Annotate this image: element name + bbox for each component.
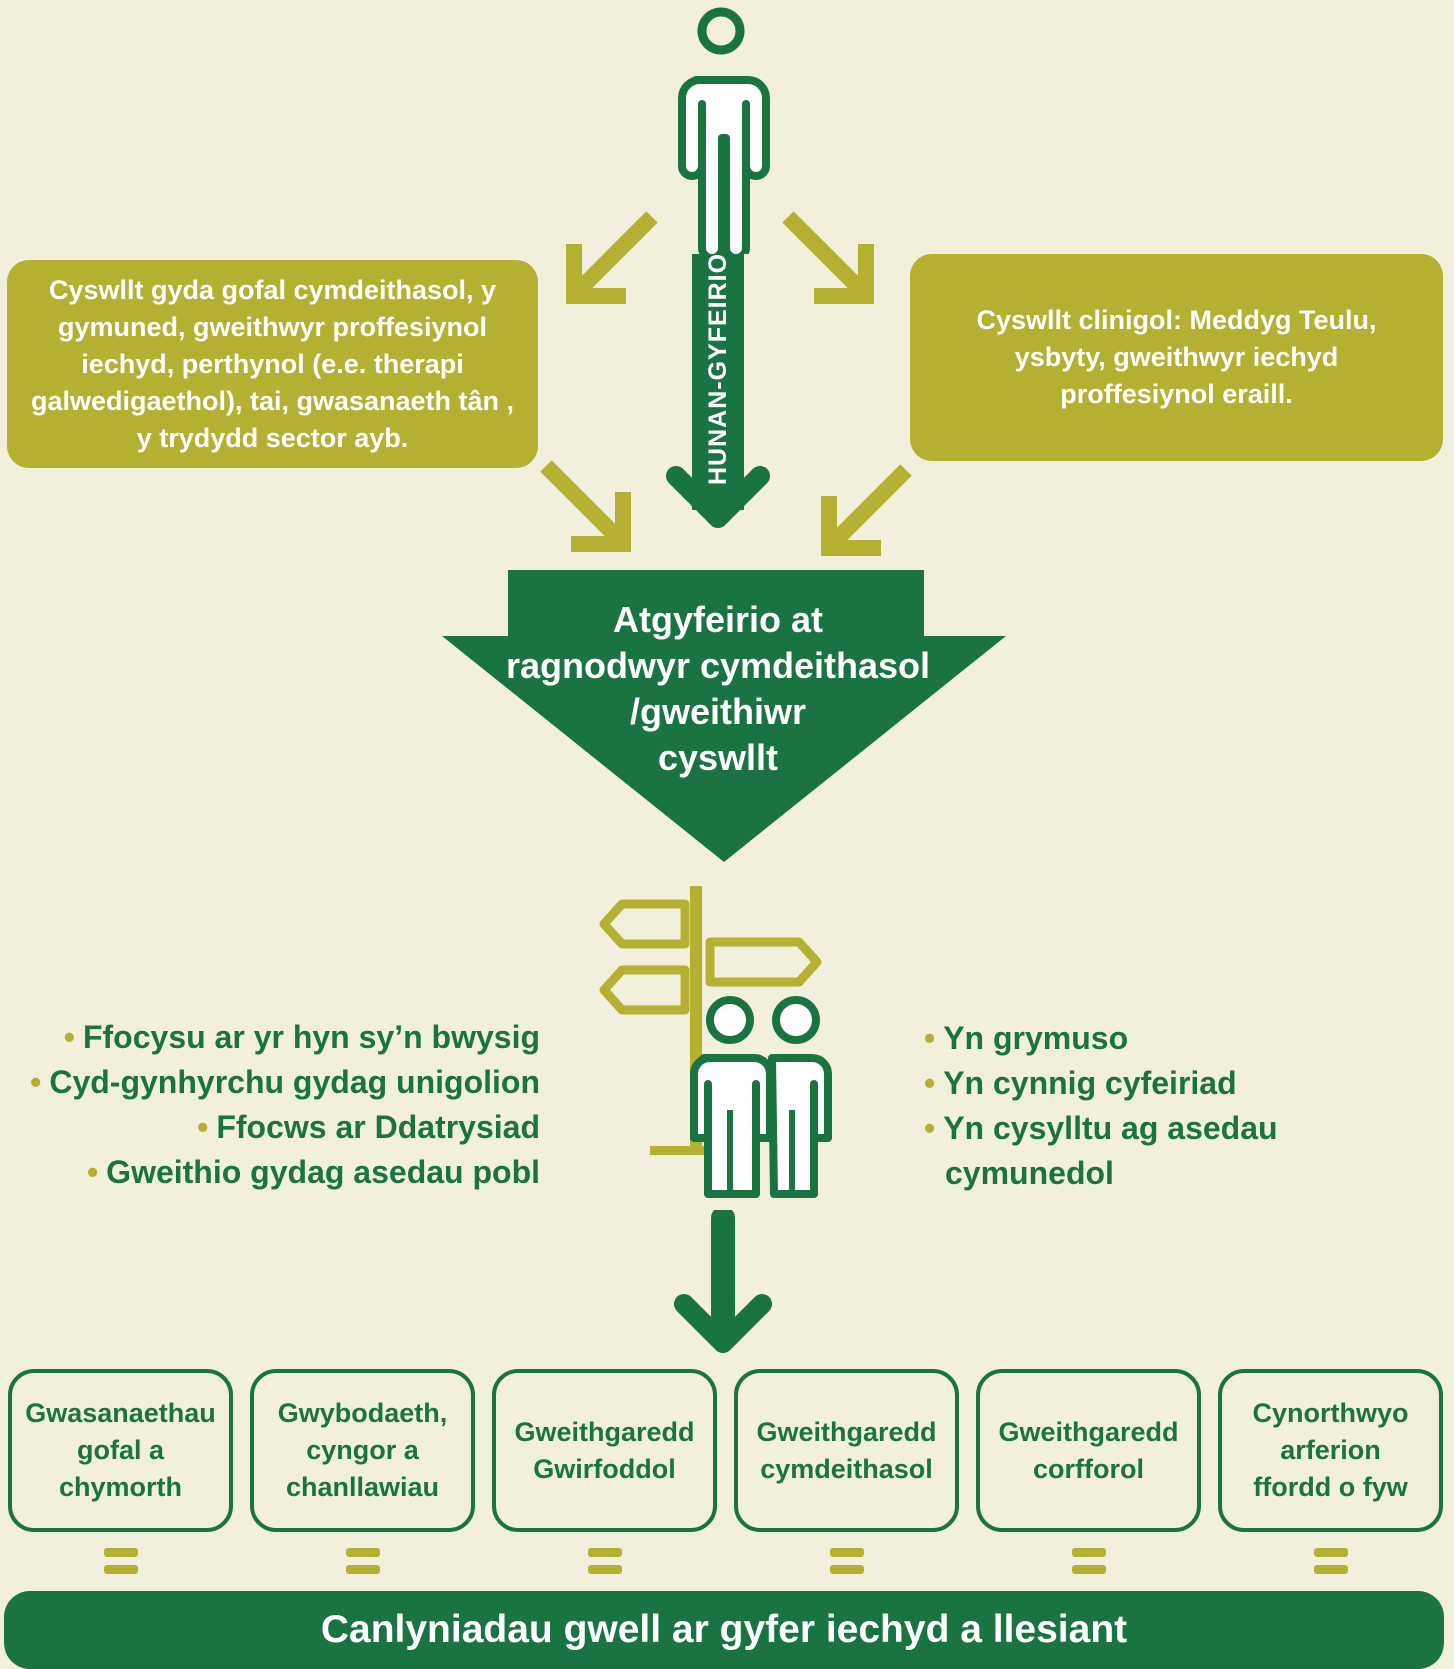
right-bullet-item: •Yn grymuso	[924, 1020, 1129, 1056]
right-bullet-item: cymunedol	[945, 1155, 1114, 1191]
two-people-icon	[690, 996, 832, 1198]
equals-icon	[1314, 1548, 1348, 1574]
referral-line-1: Atgyfeirio at	[612, 599, 824, 640]
referral-line-2: ragnodwyr cymdeithasol	[505, 645, 931, 686]
self-referral-arrow-icon	[666, 254, 770, 528]
right-bullet-list: •Yn grymuso •Yn cynnig cyfeiriad •Yn cys…	[924, 1016, 1424, 1196]
equals-icon	[588, 1548, 622, 1574]
clinical-contact-box: Cyswllt clinigol: Meddyg Teulu, ysbyty, …	[910, 254, 1443, 461]
self-referral-label: HUNAN-GYFEIRIO	[704, 252, 732, 485]
arrow-down-icon	[674, 1210, 772, 1353]
right-bullet-item: •Yn cysylltu ag asedau	[924, 1110, 1278, 1146]
referral-funnel-shape	[442, 570, 1006, 862]
arrow-top-left-icon	[566, 211, 658, 304]
arrow-bottom-right-icon	[821, 464, 912, 556]
person-icon	[678, 7, 770, 254]
arrow-top-right-icon	[782, 211, 874, 304]
referral-line-3: /gweithiwr	[629, 691, 806, 732]
arrow-bottom-left-icon	[540, 460, 631, 552]
right-bullet-item: •Yn cynnig cyfeiriad	[924, 1065, 1237, 1101]
arrows-layer	[540, 211, 912, 556]
left-bullet-item: •Gweithio gydag asedau pobl	[86, 1154, 540, 1190]
left-bullet-item: •Ffocws ar Ddatrysiad	[197, 1109, 540, 1145]
result-banner: Canlyniadau gwell ar gyfer iechyd a lles…	[4, 1591, 1444, 1669]
referral-line-4: cyswllt	[657, 737, 779, 778]
equals-icon	[830, 1548, 864, 1574]
referral-title: Atgyfeirio at ragnodwyr cymdeithasol /gw…	[478, 597, 958, 781]
equals-icon	[1072, 1548, 1106, 1574]
left-bullet-item: •Ffocysu ar yr hyn sy’n bwysig	[63, 1019, 540, 1055]
left-bullet-list: •Ffocysu ar yr hyn sy’n bwysig •Cyd-gynh…	[0, 1015, 540, 1195]
social-care-contact-box: Cyswllt gyda gofal cymdeithasol, y gymun…	[7, 260, 538, 468]
equals-icon	[346, 1548, 380, 1574]
equals-icon	[104, 1548, 138, 1574]
left-bullet-item: •Cyd-gynhyrchu gydag unigolion	[30, 1064, 540, 1100]
